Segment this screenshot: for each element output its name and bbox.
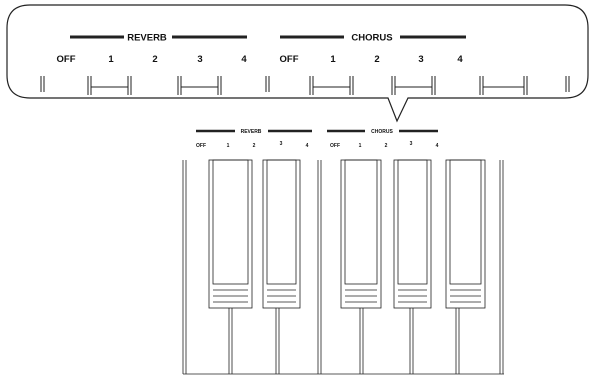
white-key-gap [182, 160, 187, 374]
callout-chorus-3-label: 3 [418, 54, 423, 65]
panel-reverb-label: REVERB [241, 129, 262, 135]
panel-reverb-4-label: 4 [306, 143, 309, 149]
panel-reverb-1-label: 1 [227, 143, 230, 149]
black-key [393, 159, 432, 309]
white-key-gap [409, 308, 414, 374]
keyboard-panel-labels: REVERB CHORUS OFF 1 2 3 4 OFF 1 2 3 4 [196, 129, 439, 149]
callout-black-key [391, 76, 436, 95]
callout-black-key [479, 76, 528, 95]
black-key [340, 159, 382, 309]
white-key-gap [228, 308, 233, 374]
callout-black-key [87, 76, 132, 95]
keyboard [182, 159, 504, 375]
callout-black-key [309, 76, 354, 95]
callout-reverb-label: REVERB [127, 33, 167, 44]
white-key-gap [275, 308, 280, 374]
white-key-gap [499, 160, 504, 374]
callout-chorus-label: CHORUS [351, 33, 392, 44]
panel-reverb-off-label: OFF [196, 143, 206, 149]
black-key [208, 159, 253, 309]
callout-key-tops [40, 76, 570, 95]
callout-chorus-off-label: OFF [280, 54, 299, 65]
callout-key-gap [40, 76, 45, 92]
zoom-callout: REVERB CHORUS OFF 1 2 3 4 OFF 1 2 3 4 [6, 4, 589, 123]
callout-reverb-2-label: 2 [152, 54, 157, 65]
black-key [445, 159, 486, 309]
panel-chorus-3-label: 3 [410, 141, 413, 147]
callout-black-key [177, 76, 222, 95]
callout-reverb-1-label: 1 [108, 54, 114, 65]
callout-chorus-2-label: 2 [374, 54, 379, 65]
white-key-gap [317, 160, 322, 374]
callout-reverb-4-label: 4 [241, 54, 247, 65]
panel-chorus-label: CHORUS [371, 129, 393, 135]
callout-reverb-3-label: 3 [197, 54, 202, 65]
callout-bubble [6, 4, 589, 123]
panel-chorus-1-label: 1 [359, 143, 362, 149]
white-key-gap [359, 308, 364, 374]
callout-key-gap [265, 76, 270, 92]
black-key [262, 159, 301, 309]
panel-reverb-3-label: 3 [280, 141, 283, 147]
callout-key-gap [565, 76, 570, 92]
panel-reverb-2-label: 2 [253, 143, 256, 149]
callout-chorus-4-label: 4 [457, 54, 463, 65]
panel-chorus-4-label: 4 [436, 143, 439, 149]
panel-chorus-2-label: 2 [385, 143, 388, 149]
panel-chorus-off-label: OFF [330, 143, 340, 149]
callout-chorus-1-label: 1 [330, 54, 336, 65]
white-key-gap [455, 308, 460, 374]
callout-reverb-off-label: OFF [57, 54, 76, 65]
